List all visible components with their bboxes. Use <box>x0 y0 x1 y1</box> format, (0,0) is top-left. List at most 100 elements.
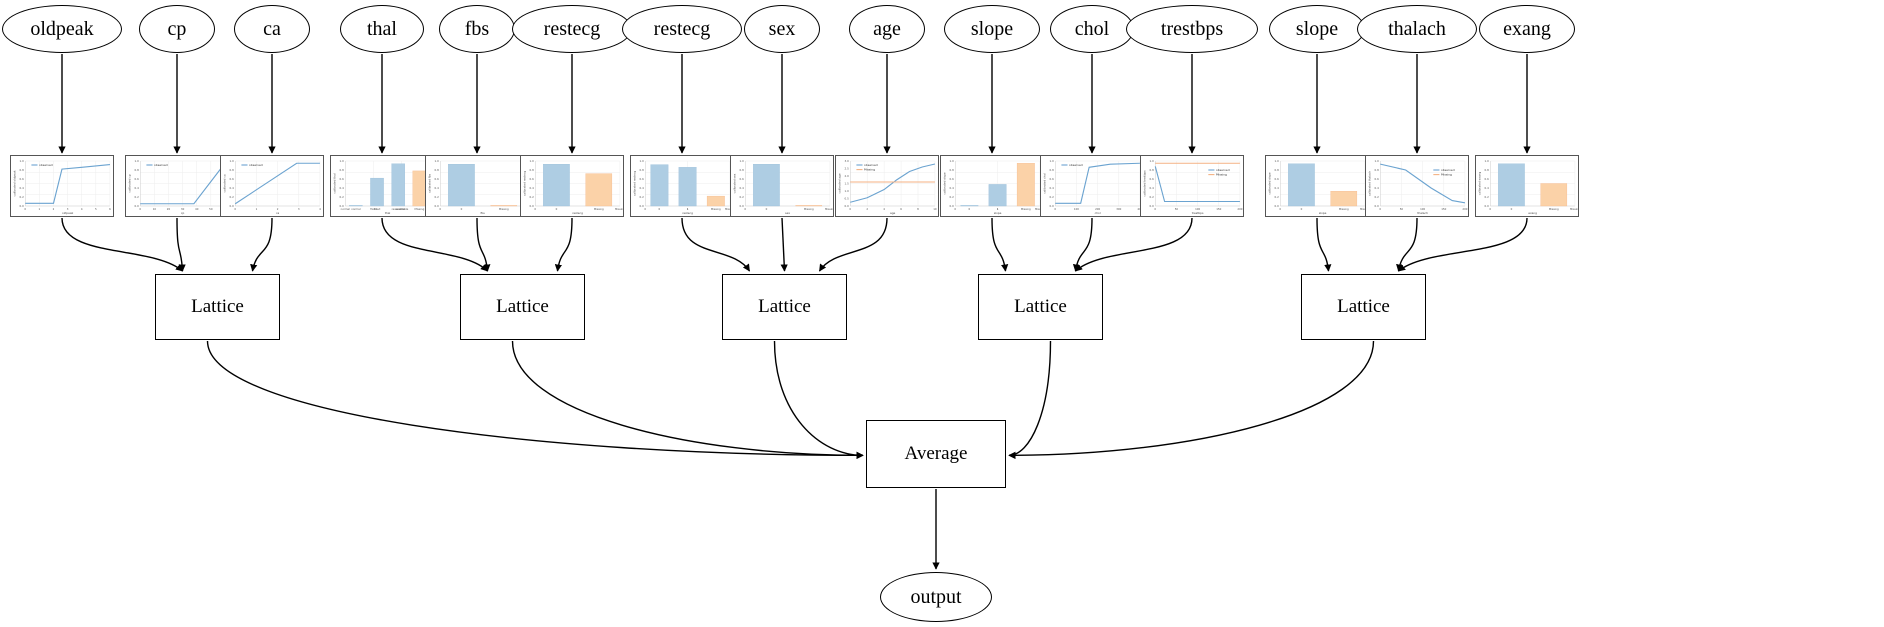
lattice-node-2[interactable]: Lattice <box>460 274 585 340</box>
svg-text:5: 5 <box>95 207 97 211</box>
svg-text:calibrated thalach: calibrated thalach <box>1367 171 1371 196</box>
calibrator-plot-fbs[interactable]: 0.00.20.40.60.81.00Missingfbscalibrated … <box>425 155 529 217</box>
svg-text:observed: observed <box>1216 168 1230 172</box>
calibrator-plot-restecg2[interactable]: 0.00.20.40.60.81.001Missingrestecgcalibr… <box>630 155 734 217</box>
svg-text:1.0: 1.0 <box>230 159 235 163</box>
svg-text:calibrated fbs: calibrated fbs <box>427 173 431 193</box>
svg-text:1: 1 <box>997 207 999 211</box>
calibrator-plot-chol[interactable]: 0.00.20.40.60.81.00100200300400cholcalib… <box>1040 155 1144 217</box>
calibrator-plot-exang[interactable]: 0.00.20.40.60.81.00Missingexangcalibrate… <box>1475 155 1579 217</box>
feature-node-thal[interactable]: thal <box>340 5 424 53</box>
svg-text:40: 40 <box>195 207 199 211</box>
svg-text:0: 0 <box>139 207 141 211</box>
svg-text:0.0: 0.0 <box>1375 204 1380 208</box>
lattice-node-4[interactable]: Lattice <box>978 274 1103 340</box>
svg-text:calibrated ca: calibrated ca <box>222 174 226 192</box>
calibrator-plot-restecg[interactable]: 0.00.20.40.60.81.00Missingrestecgcalibra… <box>520 155 624 217</box>
feature-node-sex[interactable]: sex <box>744 5 820 53</box>
svg-text:150: 150 <box>1441 207 1446 211</box>
average-node[interactable]: Average <box>866 420 1006 488</box>
calibrator-plot-cp[interactable]: 0.00.20.40.60.81.00102030405060cpcalibra… <box>125 155 229 217</box>
svg-text:normal: normal <box>351 207 361 211</box>
feature-node-thalach[interactable]: thalach <box>1357 5 1477 53</box>
svg-text:observed: observed <box>864 163 878 167</box>
svg-text:1.0: 1.0 <box>530 159 535 163</box>
svg-text:chol: chol <box>1095 211 1101 215</box>
feature-node-slope[interactable]: slope <box>944 5 1040 53</box>
calibrator-plot-sex[interactable]: 0.00.20.40.60.81.00Missingsexcalibrated … <box>730 155 834 217</box>
output-node[interactable]: output <box>880 572 992 622</box>
svg-text:calibrated slope: calibrated slope <box>1267 172 1271 195</box>
svg-text:0.6: 0.6 <box>1150 177 1155 181</box>
feature-node-chol[interactable]: chol <box>1050 5 1134 53</box>
feature-node-exang[interactable]: exang <box>1479 5 1575 53</box>
feature-node-age[interactable]: age <box>849 5 925 53</box>
svg-text:0: 0 <box>534 207 536 211</box>
svg-text:Missing: Missing <box>414 207 424 211</box>
svg-text:0.2: 0.2 <box>135 195 140 199</box>
svg-text:0: 0 <box>1154 207 1156 211</box>
feature-label: ca <box>263 17 281 40</box>
svg-text:Missing: Missing <box>1441 173 1452 177</box>
svg-text:200: 200 <box>1095 207 1100 211</box>
svg-text:Missing: Missing <box>1549 207 1559 211</box>
feature-node-restecg2[interactable]: restecg <box>622 5 742 53</box>
calibrator-plot-thal[interactable]: 0.00.20.40.60.81.0normalfixedreversibleM… <box>330 155 434 217</box>
lattice-node-1[interactable]: Lattice <box>155 274 280 340</box>
svg-text:1: 1 <box>256 207 258 211</box>
svg-text:0.8: 0.8 <box>1485 168 1490 172</box>
svg-text:0.4: 0.4 <box>20 186 25 190</box>
svg-text:0.0: 0.0 <box>740 204 745 208</box>
svg-text:0: 0 <box>954 207 956 211</box>
svg-text:0: 0 <box>659 207 661 211</box>
calibrator-plot-slope2[interactable]: 0.00.20.40.60.81.00Missingslopecalibrate… <box>1265 155 1369 217</box>
svg-text:0.2: 0.2 <box>740 195 745 199</box>
svg-text:0: 0 <box>461 207 463 211</box>
svg-text:thal: thal <box>385 211 391 215</box>
feature-label: age <box>873 17 901 40</box>
svg-text:Missing: Missing <box>864 168 875 172</box>
feature-node-slope2[interactable]: slope <box>1269 5 1365 53</box>
svg-text:0: 0 <box>1301 207 1303 211</box>
feature-node-restecg[interactable]: restecg <box>512 5 632 53</box>
svg-text:calibrated trestbps: calibrated trestbps <box>1142 170 1146 197</box>
svg-text:0.8: 0.8 <box>1050 168 1055 172</box>
feature-node-trestbps[interactable]: trestbps <box>1126 5 1258 53</box>
svg-text:1.0: 1.0 <box>1375 159 1380 163</box>
svg-text:1: 1 <box>39 207 41 211</box>
svg-text:0.4: 0.4 <box>1275 186 1280 190</box>
svg-text:0: 0 <box>24 207 26 211</box>
svg-text:1.0: 1.0 <box>435 159 440 163</box>
svg-text:1.0: 1.0 <box>135 159 140 163</box>
svg-text:0.0: 0.0 <box>950 204 955 208</box>
feature-node-oldpeak[interactable]: oldpeak <box>2 5 122 53</box>
calibrator-plot-slope[interactable]: 0.00.20.40.60.81.001Missingslopecalibrat… <box>940 155 1044 217</box>
feature-node-fbs[interactable]: fbs <box>439 5 515 53</box>
svg-text:50: 50 <box>1175 207 1179 211</box>
feature-label: sex <box>768 17 796 40</box>
svg-text:4: 4 <box>883 207 885 211</box>
svg-text:0.6: 0.6 <box>230 177 235 181</box>
svg-text:0.4: 0.4 <box>1375 186 1380 190</box>
lattice-node-3[interactable]: Lattice <box>722 274 847 340</box>
svg-text:4: 4 <box>319 207 321 211</box>
svg-text:1: 1 <box>997 207 999 211</box>
feature-label: slope <box>970 17 1014 40</box>
feature-node-cp[interactable]: cp <box>139 5 215 53</box>
svg-text:0.4: 0.4 <box>435 186 440 190</box>
svg-text:observed: observed <box>1069 163 1083 167</box>
svg-text:oldpeak: oldpeak <box>62 211 74 215</box>
svg-text:150: 150 <box>1216 207 1221 211</box>
svg-text:normal: normal <box>341 207 351 211</box>
feature-node-ca[interactable]: ca <box>234 5 310 53</box>
svg-text:2.5: 2.5 <box>845 167 850 171</box>
svg-text:100: 100 <box>1420 207 1425 211</box>
lattice-node-5[interactable]: Lattice <box>1301 274 1426 340</box>
svg-text:reversible: reversible <box>392 207 405 211</box>
svg-text:0: 0 <box>1279 207 1281 211</box>
